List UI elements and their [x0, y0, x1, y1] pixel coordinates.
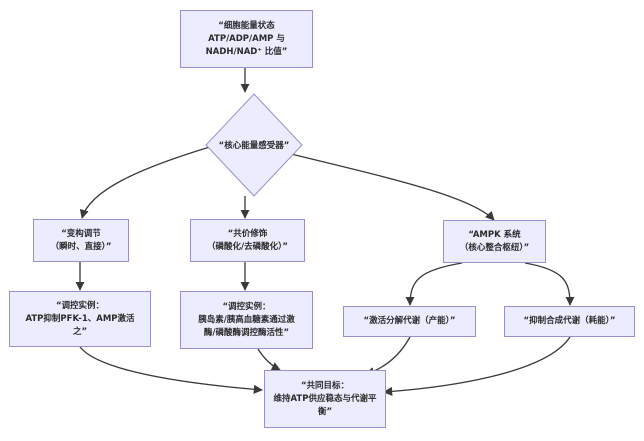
- node-common-goal: “共同目标： 维持ATP供应稳态与代谢平 衡”: [264, 370, 386, 428]
- node-inhibit-anabolism: “抑制合成代谢（耗能）”: [504, 306, 635, 337]
- edge-ex2-goal: [257, 348, 281, 371]
- edge-ampk-anabolism: [524, 262, 575, 306]
- node-example-allosteric: “调控实例： ATP抑制PFK-1、AMP激活 之”: [9, 291, 151, 347]
- node-allosteric-regulation: “变构调节 （瞬时、直接）”: [33, 219, 129, 262]
- node-core-energy-sensor: “核心能量感受器”: [205, 93, 303, 197]
- edge-catabolism-goal: [365, 336, 411, 376]
- node-example-covalent: “调控实例： 胰岛素/胰高血糖素通过激 酶/磷酸酶调控酶活性”: [180, 291, 313, 349]
- node-ampk-system: “AMPK 系统 （核心整合枢纽）”: [443, 220, 546, 263]
- node-cell-energy-state: “细胞能量状态 ATP/ADP/AMP 与 NADH/NAD⁺ 比值”: [180, 10, 313, 68]
- edge-ex1-goal: [79, 346, 263, 394]
- edge-sensor-ampk: [282, 151, 495, 221]
- edge-sensor-allosteric: [79, 145, 214, 219]
- node-covalent-modification: “共价修饰 （磷酸化/去磷酸化）”: [190, 219, 305, 262]
- edge-ampk-catabolism: [405, 262, 463, 306]
- node-activate-catabolism: “激活分解代谢（产能）”: [343, 306, 476, 337]
- edge-anabolism-goal: [383, 336, 571, 396]
- sensor-label: “核心能量感受器”: [218, 141, 290, 151]
